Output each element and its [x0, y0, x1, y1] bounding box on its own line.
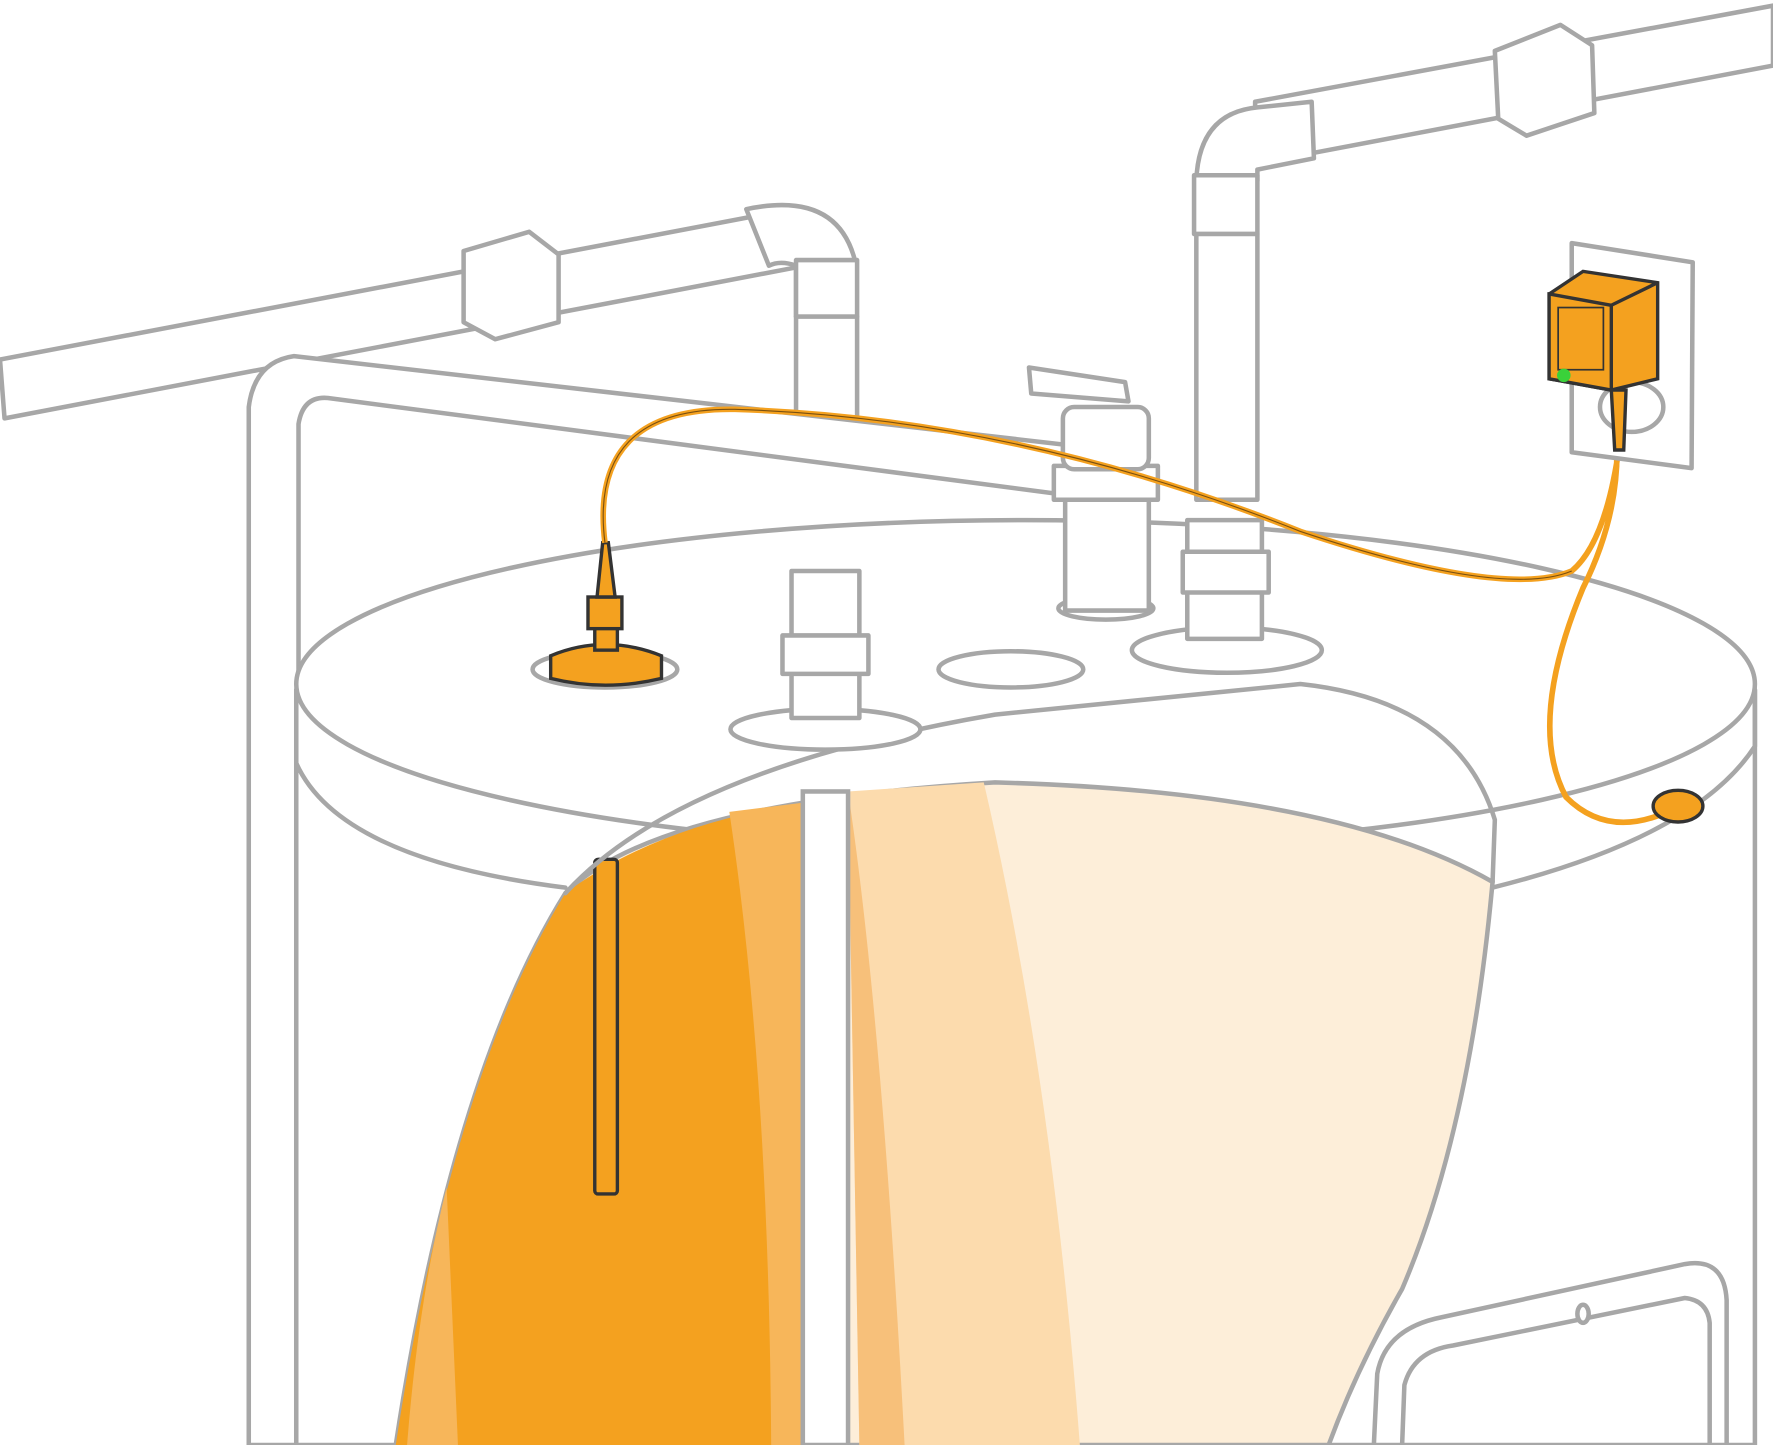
heater-jacket-inner: [296, 395, 1088, 1445]
cold-inlet-fitting: [728, 568, 923, 752]
blank-port: [936, 649, 1086, 690]
power-adapter-icon: [1547, 269, 1660, 452]
leak-sensor-puck: [1651, 788, 1705, 824]
hot-outlet-fitting: [1129, 517, 1325, 676]
tank-cutaway: [393, 681, 1498, 1445]
indicator-led: [1557, 368, 1571, 383]
tank-rim: [293, 687, 1758, 890]
relief-valve: [1026, 365, 1161, 622]
access-panel: [1371, 1260, 1729, 1445]
anode-rod: [593, 857, 620, 1196]
sensor-probe-icon: [530, 541, 680, 690]
right-pipe: [1191, 3, 1773, 503]
